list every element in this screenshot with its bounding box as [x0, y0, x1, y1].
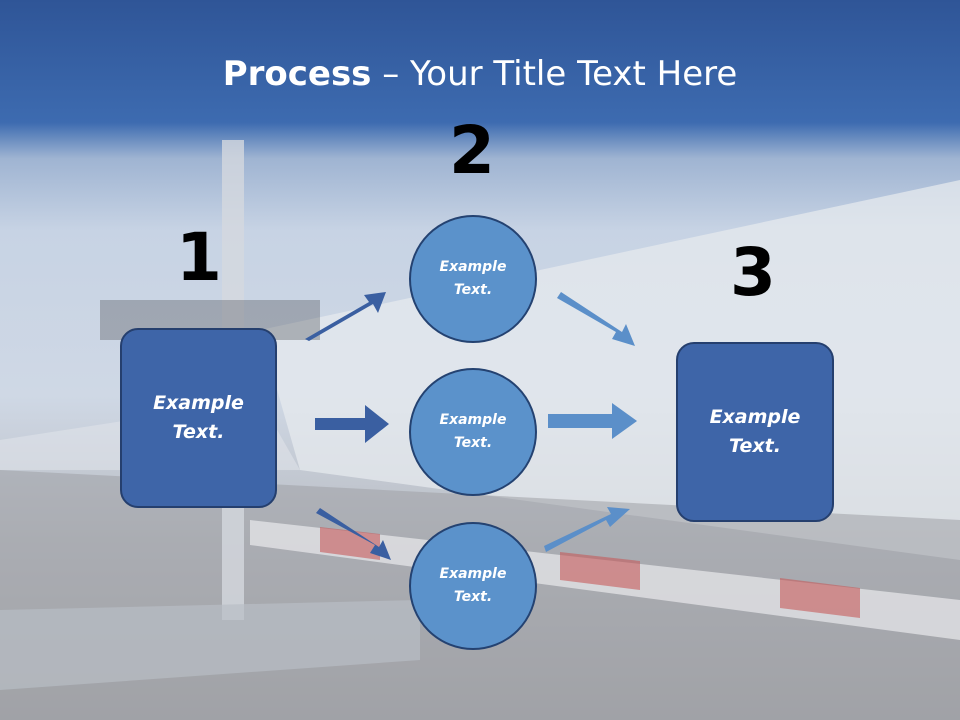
- arrow-left-to-circle-middle: [315, 405, 389, 443]
- step3-box: Example Text.: [676, 342, 834, 522]
- step1-text: Example Text.: [153, 392, 244, 443]
- step2-circle-bottom: Example Text.: [409, 522, 537, 650]
- step2-circle-middle: Example Text.: [409, 368, 537, 496]
- arrow-left-to-circle-top: [305, 292, 386, 341]
- step-number-2: 2: [449, 112, 495, 189]
- step3-text: Example Text.: [709, 406, 801, 457]
- arrow-circle-top-to-right: [557, 292, 635, 346]
- arrow-left-to-circle-bottom: [316, 508, 391, 560]
- title-bold: Process: [222, 54, 372, 94]
- title-rest: – Your Title Text Here: [371, 54, 738, 94]
- step-number-1: 1: [176, 219, 222, 296]
- step-number-3: 3: [730, 234, 776, 311]
- circle-middle-text: Example Text.: [439, 412, 507, 451]
- step2-circle-top: Example Text.: [409, 215, 537, 343]
- arrow-circle-bottom-to-right: [544, 507, 630, 552]
- arrow-circle-middle-to-right: [548, 403, 637, 439]
- slide-title: Process – Your Title Text Here: [0, 52, 960, 96]
- circle-bottom-text: Example Text.: [439, 566, 507, 605]
- step1-box: Example Text.: [120, 328, 277, 508]
- circle-top-text: Example Text.: [439, 259, 507, 298]
